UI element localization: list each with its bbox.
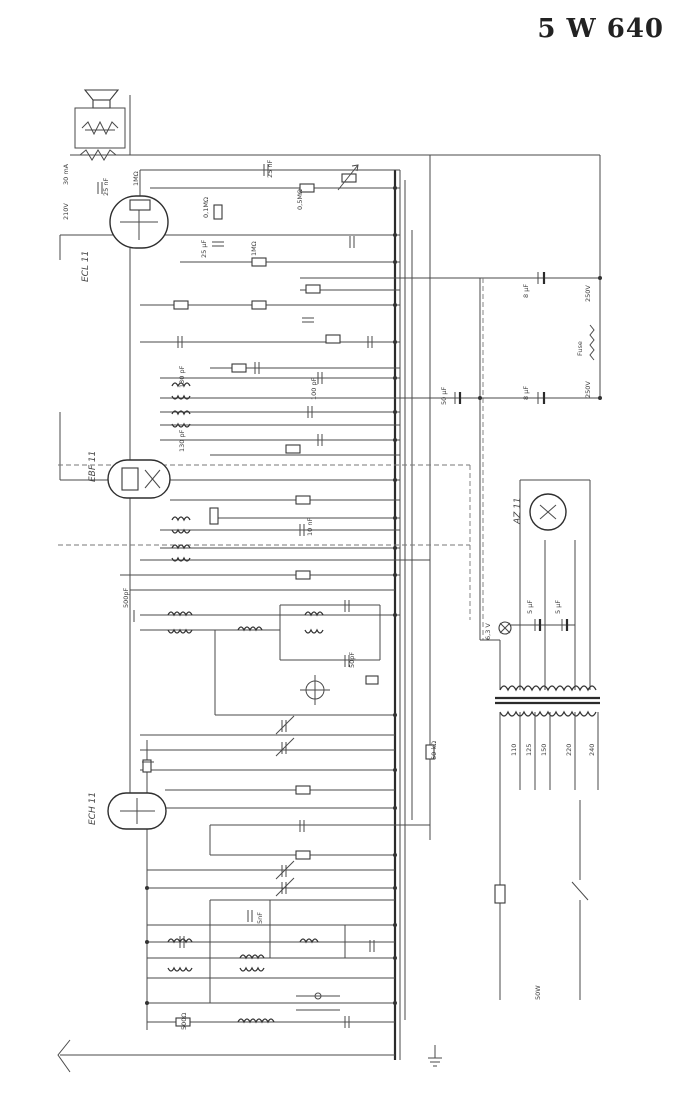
cap-label: 130 pF <box>178 365 186 388</box>
cap-label: 8 μF <box>522 284 530 298</box>
voltage-label: 210V <box>62 203 70 220</box>
tube-label-ech11: ECH 11 <box>88 792 98 825</box>
ground-symbol <box>428 1045 442 1067</box>
tube-label-ebf11: EBF 11 <box>88 451 98 482</box>
cap-label: 50pF <box>348 652 356 668</box>
capacitors <box>97 164 569 1028</box>
cap-label: 500pF <box>122 587 130 608</box>
antenna-arrow <box>57 1039 71 1073</box>
cap-label: 50 μF <box>440 387 448 405</box>
resistor <box>365 675 379 685</box>
cap-label: 25 μF <box>200 240 208 258</box>
resistor <box>213 204 223 220</box>
tap-label-150: 150 <box>540 744 548 756</box>
cap-label: 10 nF <box>306 518 314 536</box>
resistor <box>295 495 311 505</box>
resistor <box>142 759 152 773</box>
fuse-label: Fuse <box>576 341 584 356</box>
res-label: 0,1MΩ <box>202 197 210 218</box>
resistor <box>285 444 301 454</box>
tube-label-ecl11: ECL 11 <box>81 251 91 282</box>
volume-potentiometer <box>337 164 359 191</box>
resistor <box>175 1017 191 1027</box>
current-label: 30 mA <box>62 163 70 185</box>
cap-label: 25 nF <box>266 160 274 178</box>
voltage-label: 250V <box>584 285 592 302</box>
ht-fuse <box>589 324 595 361</box>
resistor <box>325 334 341 344</box>
variable-capacitors <box>275 317 314 897</box>
tube-ech11 <box>107 792 167 830</box>
tap-label-220: 220 <box>565 744 573 756</box>
voltage-label: 250V <box>584 381 592 398</box>
resistor <box>305 284 321 294</box>
junctions <box>145 186 602 1005</box>
resistor <box>231 363 247 373</box>
resistor <box>295 850 311 860</box>
resistor <box>295 570 311 580</box>
resistor <box>251 257 267 267</box>
res-label: 500Ω <box>180 1013 188 1030</box>
cap-label: 5 μF <box>526 600 534 614</box>
mains-switch <box>571 881 589 901</box>
cap-label: 100 pF <box>310 377 318 400</box>
resistor <box>299 183 315 193</box>
cap-label: 5nF <box>256 912 264 924</box>
tap-label-110: 110 <box>510 744 518 756</box>
model-title: 5 W 640 <box>537 14 664 44</box>
waveband-switch <box>296 675 340 1011</box>
coils <box>167 382 324 1024</box>
resistor <box>425 744 435 760</box>
res-label: 60 kΩ <box>430 741 438 760</box>
tube-ebf11 <box>107 459 171 499</box>
tube-label-az11: AZ 11 <box>513 497 523 525</box>
res-label: 1MΩ <box>132 171 140 186</box>
lamp-label: 6,3 V <box>484 623 492 640</box>
res-label: 1MΩ <box>250 241 258 256</box>
tube-ecl11 <box>109 195 169 249</box>
cap-label: 5 μF <box>554 600 562 614</box>
resistor <box>251 300 267 310</box>
pilot-lamp <box>498 621 512 635</box>
tap-label-240: 240 <box>588 744 596 756</box>
mains-transformer <box>495 685 600 717</box>
tube-az11 <box>529 493 567 531</box>
tap-label-125: 125 <box>525 744 533 756</box>
mains-fuse <box>494 884 506 904</box>
resistor <box>295 785 311 795</box>
resistor <box>173 300 189 310</box>
resistor <box>209 507 219 525</box>
speaker <box>74 89 126 161</box>
res-label: 0,5MΩ <box>296 189 304 210</box>
cap-label: 25 nF <box>102 178 110 196</box>
mains-label: 50W <box>534 985 542 1000</box>
cap-label: 8 μF <box>522 386 530 400</box>
cap-label: 130 pF <box>178 429 186 452</box>
